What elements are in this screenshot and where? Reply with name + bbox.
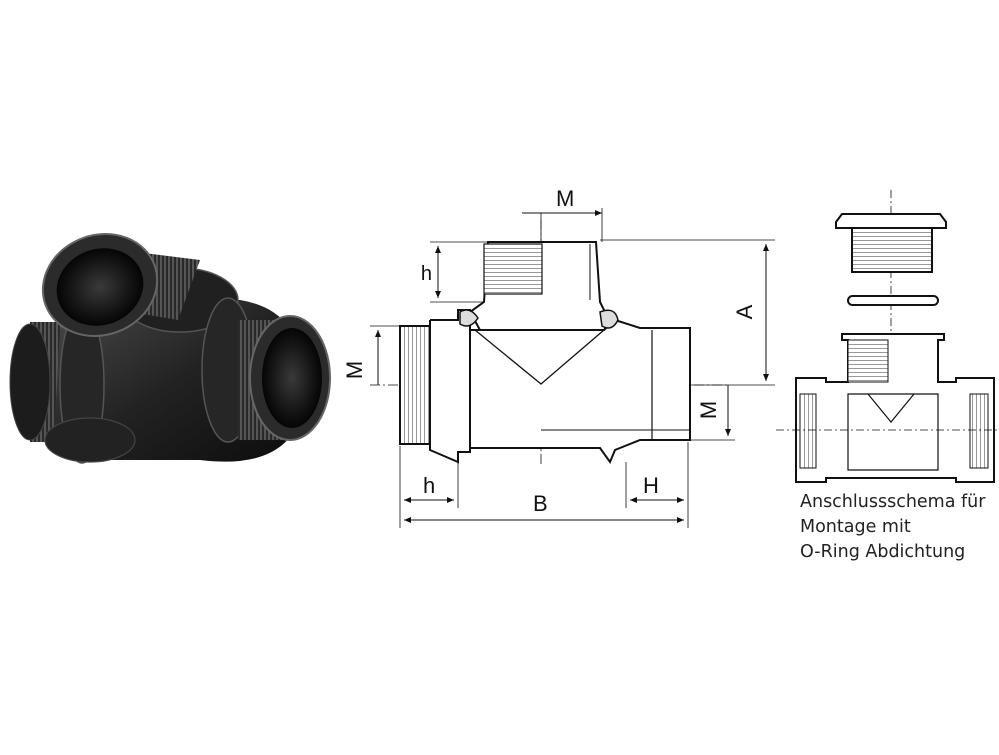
photo-top-branch (41, 232, 239, 338)
schema-top-thread (847, 339, 889, 383)
label-top-m: M (556, 186, 574, 211)
dimension-lines (370, 208, 775, 528)
schema-left-thread (799, 393, 817, 469)
inner-cone (474, 329, 605, 385)
label-b: B (533, 491, 548, 516)
dimension-labels: M h A M M h B H (342, 186, 757, 516)
tee-fitting-photo (9, 232, 331, 464)
schema-o-ring (847, 295, 939, 306)
schema-adapter-thread (851, 227, 933, 273)
schema-inner-cone (867, 393, 915, 423)
schema-adapter-flange (835, 213, 947, 229)
schema-caption: Anschlussschema für Montage mit O-Ring A… (800, 490, 998, 565)
top-thread (483, 243, 543, 295)
right-seal (599, 309, 619, 329)
schema-tee-body (795, 333, 995, 483)
photo-bottom-flange (44, 417, 136, 463)
label-h-cap: H (643, 473, 659, 498)
caption-line-2: Montage mit (800, 517, 911, 537)
tee-technical-drawing (370, 208, 775, 528)
connection-schema (776, 190, 999, 483)
label-h-bottom: h (423, 473, 435, 498)
left-thread (399, 325, 431, 445)
schema-bore (847, 393, 939, 471)
label-h-top: h (421, 263, 432, 285)
label-right-m: M (696, 401, 721, 419)
left-seal (459, 309, 479, 327)
label-left-m: M (342, 361, 367, 379)
left-shoulder (429, 309, 471, 464)
caption-line-1: Anschlussschema für (800, 492, 986, 512)
schema-right-thread (969, 393, 989, 469)
main-barrel (469, 318, 691, 465)
photo-right-branch (201, 297, 331, 443)
label-a: A (732, 304, 757, 319)
caption-line-3: O-Ring Abdichtung (800, 542, 966, 562)
